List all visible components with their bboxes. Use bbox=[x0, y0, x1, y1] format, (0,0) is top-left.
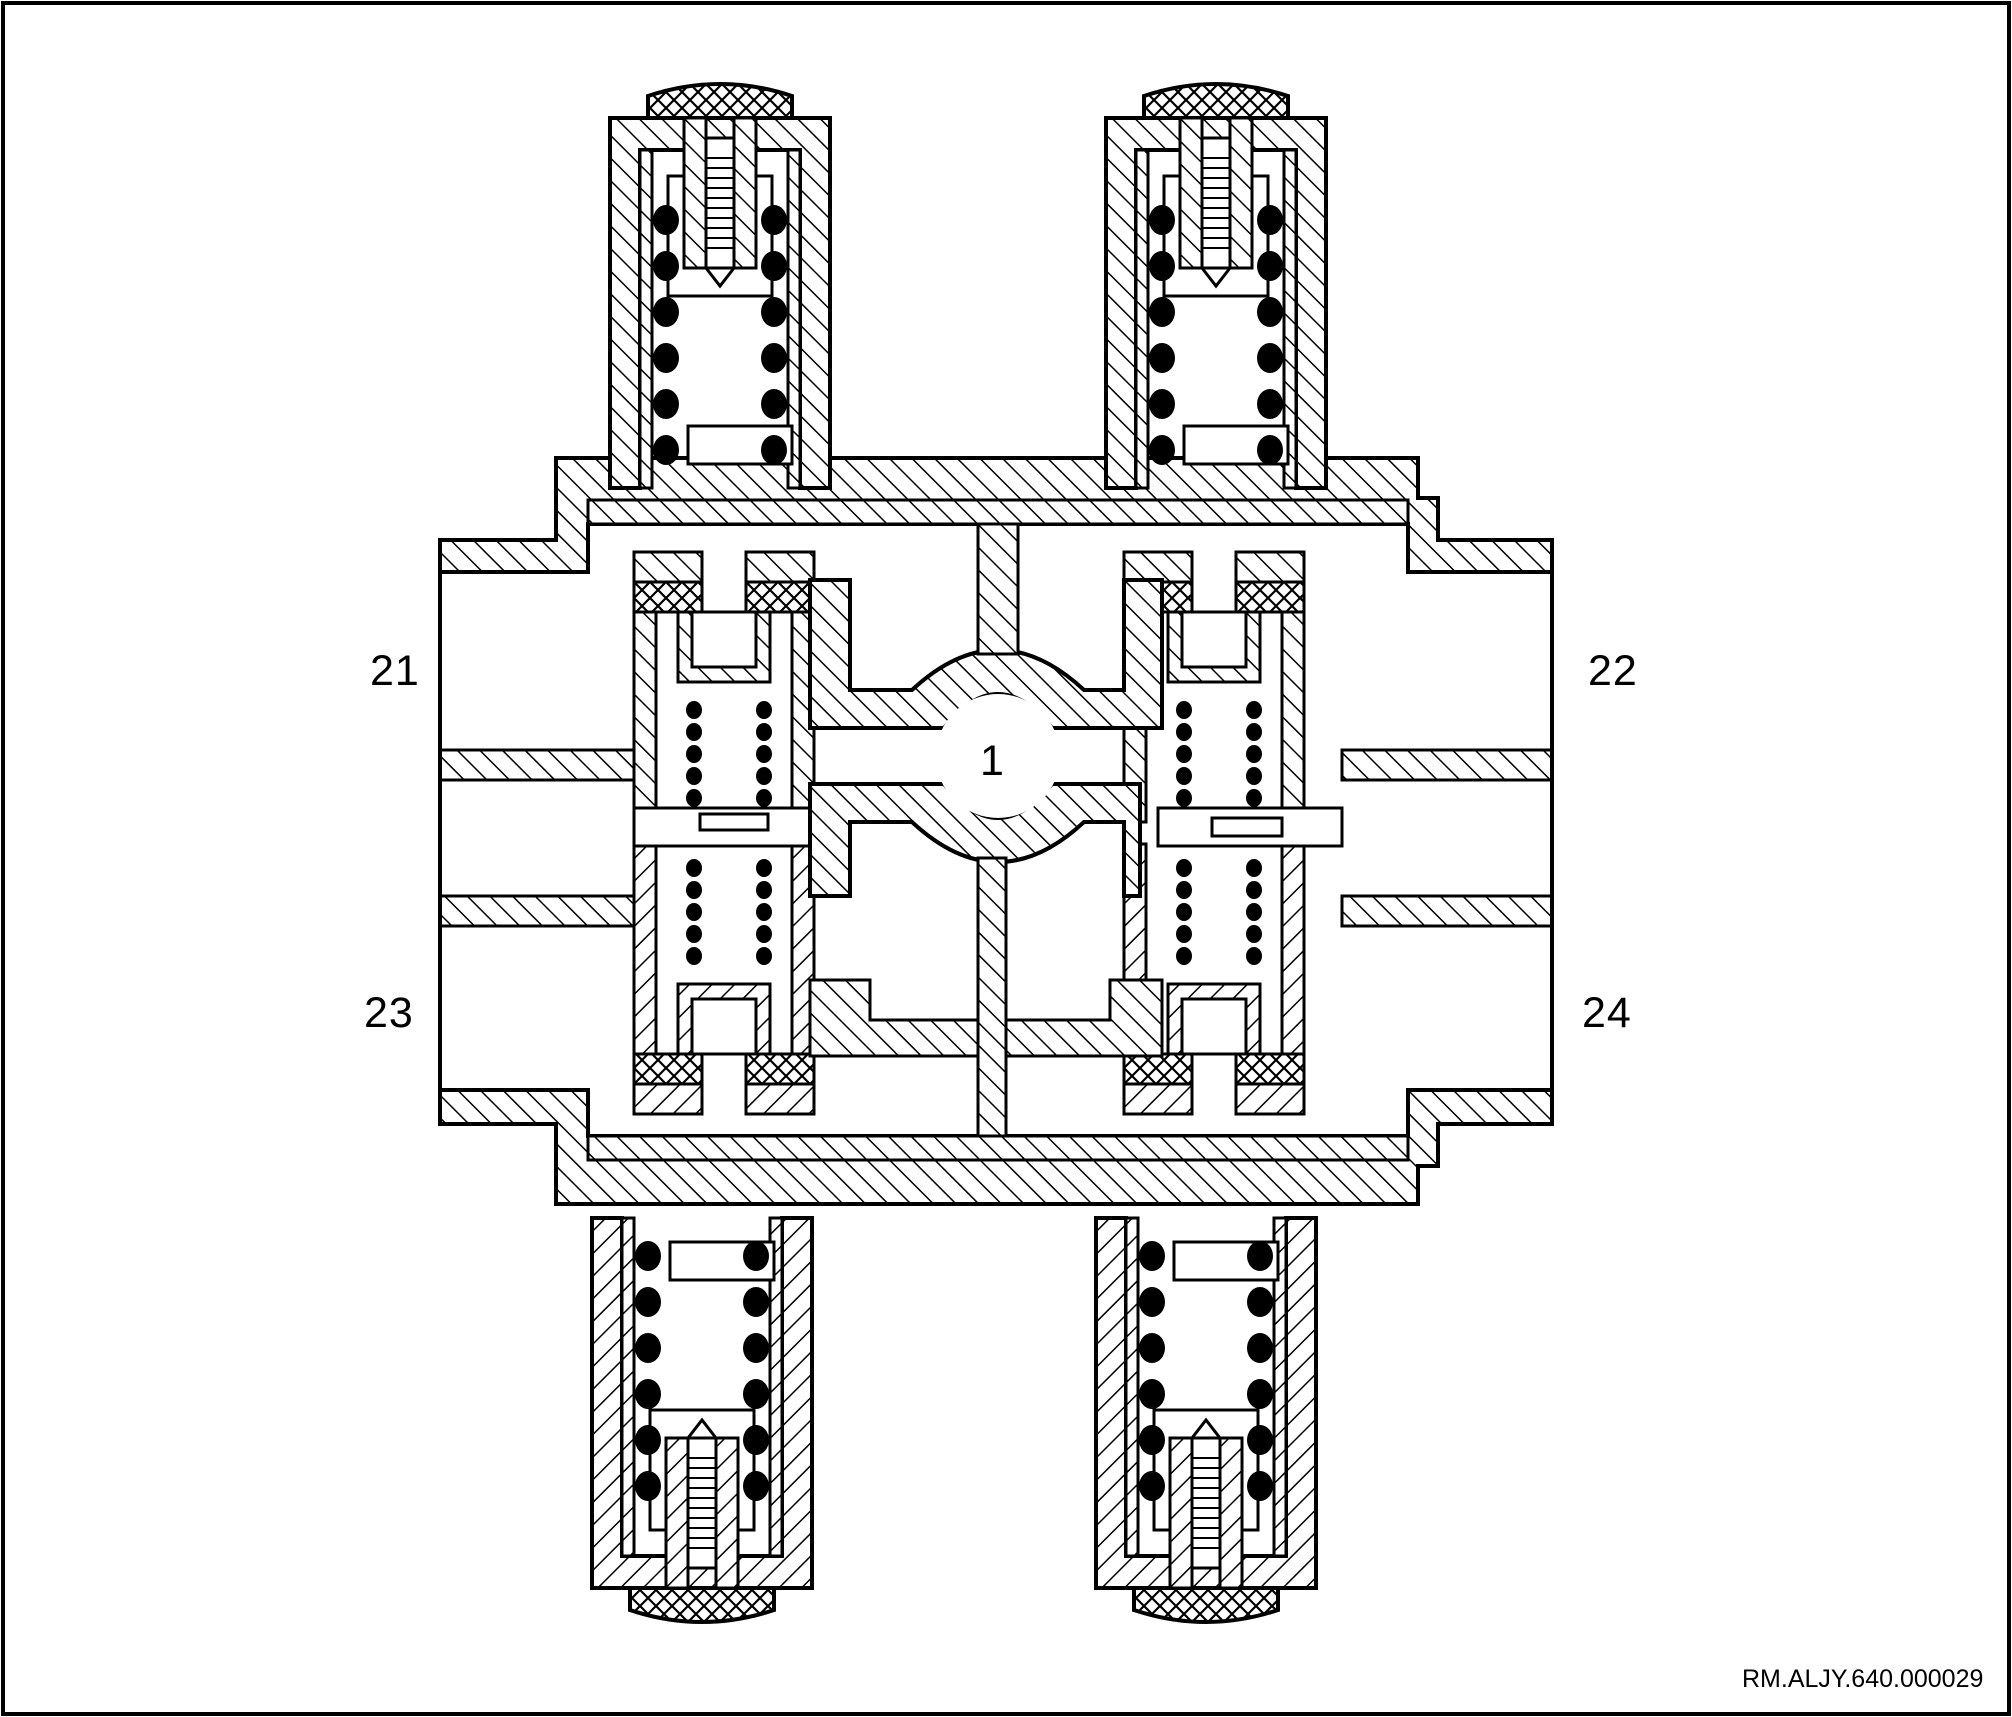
label-port-22: 22 bbox=[1588, 647, 1638, 695]
label-port-23: 23 bbox=[364, 989, 414, 1037]
valve-chamber-lower-left bbox=[632, 842, 816, 1116]
label-port-24: 24 bbox=[1582, 989, 1632, 1037]
chamber-divider bbox=[632, 806, 1344, 848]
valve-chamber-upper-left bbox=[632, 550, 816, 824]
solenoid-lower-right bbox=[1094, 1216, 1318, 1624]
reference-code: RM.ALJY.640.000029 bbox=[1742, 1665, 1984, 1693]
valve-body bbox=[438, 456, 1554, 1206]
label-center-1: 1 bbox=[980, 737, 1005, 785]
solenoid-lower-left bbox=[590, 1216, 814, 1624]
central-channel bbox=[808, 522, 1164, 1138]
solenoid-upper-right bbox=[1104, 82, 1328, 490]
solenoid-upper-left bbox=[608, 82, 832, 490]
label-port-21: 21 bbox=[370, 647, 420, 695]
